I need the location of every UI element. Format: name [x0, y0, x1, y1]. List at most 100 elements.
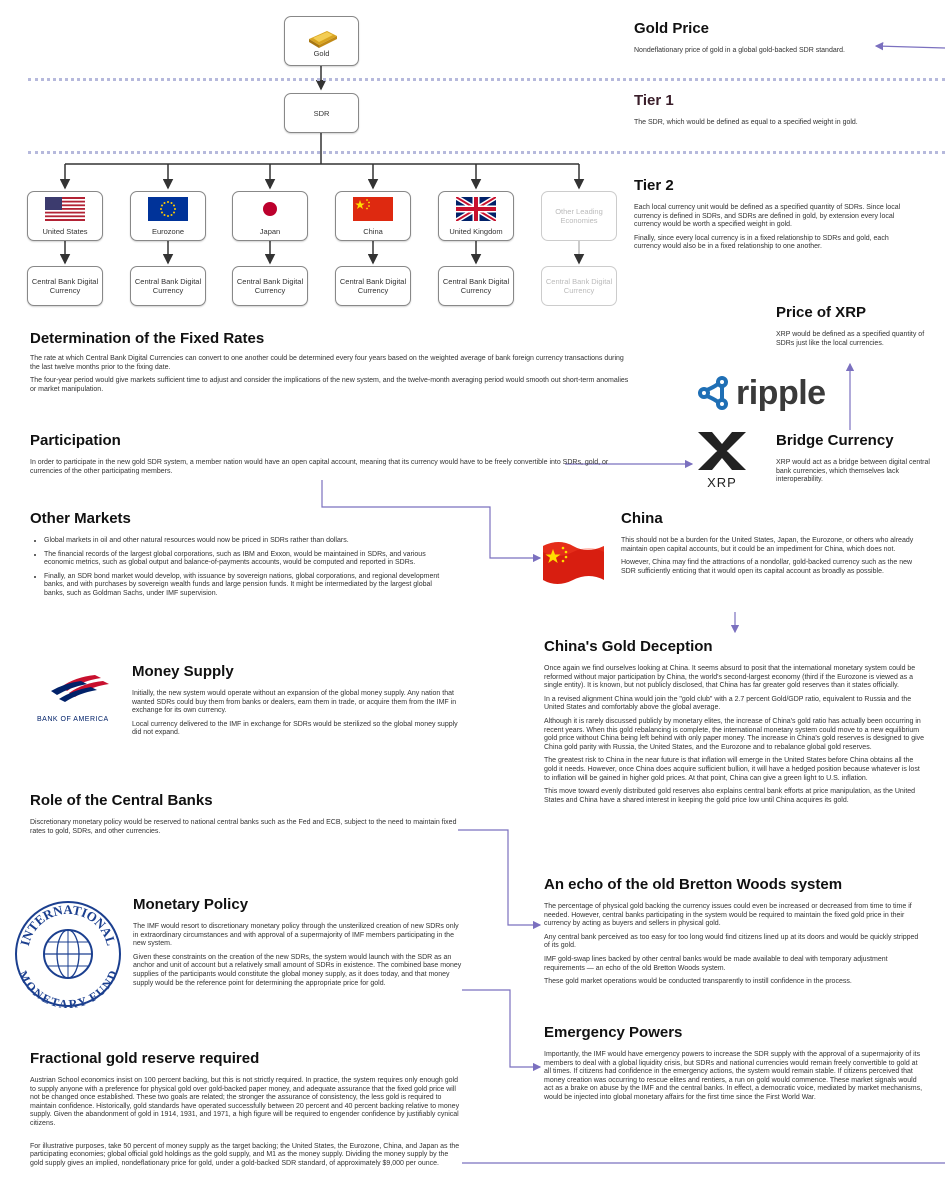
cbdc-box-united-kingdom[interactable]: Central Bank Digital Currency [438, 266, 514, 306]
deception-section: China's Gold Deception Once again we fin… [544, 638, 926, 810]
list-item: Finally, an SDR bond market would develo… [44, 573, 450, 599]
ripple-logo-icon [698, 376, 728, 410]
deception-paragraph: The greatest risk to China in the near f… [544, 757, 920, 782]
country-box-japan[interactable]: Japan [232, 191, 308, 241]
monetary-policy-section: Monetary Policy The IMF would resort to … [133, 896, 463, 993]
fixed-rates-paragraph: The four-year period would give markets … [30, 377, 629, 393]
fractional-section: Fractional gold reserve required Austria… [30, 1050, 460, 1173]
fixed-rates-heading: Determination of the Fixed Rates [30, 330, 265, 347]
china-flag-icon [543, 542, 604, 584]
tier1-text: The SDR, which would be defined as equal… [634, 119, 858, 126]
other-markets-heading: Other Markets [30, 510, 131, 527]
other-markets-list: Global markets in oil and other natural … [30, 537, 450, 599]
money-supply-paragraph: Local currency delivered to the IMF in e… [132, 720, 458, 737]
gold-box-label: Gold [313, 48, 330, 58]
price-xrp-text: XRP would be defined as a specified quan… [776, 331, 925, 347]
xrp-logo-icon [698, 432, 746, 470]
country-box-united-kingdom[interactable]: United Kingdom [438, 191, 514, 241]
emergency-section: Emergency Powers Importantly, the IMF wo… [544, 1024, 926, 1108]
cbdc-label: Central Bank Digital Currency [31, 277, 99, 295]
fractional-heading: Fractional gold reserve required [30, 1050, 260, 1067]
cbdc-label: Central Bank Digital Currency [236, 277, 304, 295]
bretton-heading: An echo of the old Bretton Woods system [544, 876, 843, 893]
monetary-policy-paragraph: Given these constraints on the creation … [133, 953, 462, 987]
deception-heading: China's Gold Deception [544, 638, 713, 655]
fixed-rates-paragraph: The rate at which Central Bank Digital C… [30, 355, 624, 371]
bank-of-america-logo-text: BANK OF AMERICA [37, 716, 109, 723]
emergency-text: Importantly, the IMF would have emergenc… [544, 1051, 923, 1101]
ripple-logo-text: ripple [736, 373, 826, 412]
bridge-heading: Bridge Currency [776, 432, 894, 449]
money-supply-section: Money Supply Initially, the new system w… [132, 663, 462, 743]
uk-flag-icon [456, 196, 496, 221]
cbdc-box-japan[interactable]: Central Bank Digital Currency [232, 266, 308, 306]
ripple-logo: ripple [694, 373, 834, 413]
japan-flag-icon [250, 196, 290, 221]
sdr-box[interactable]: SDR [284, 93, 359, 133]
participation-text: In order to participate in the new gold … [30, 459, 609, 475]
china-flag-icon [353, 196, 393, 221]
cbdc-box-eurozone[interactable]: Central Bank Digital Currency [130, 266, 206, 306]
deception-paragraph: Once again we find ourselves looking at … [544, 665, 916, 690]
bank-of-america-flag-icon [51, 675, 109, 702]
country-box-united-states[interactable]: United States [27, 191, 103, 241]
bretton-paragraph: The percentage of physical gold backing … [544, 903, 912, 928]
monetary-policy-paragraph: The IMF would resort to discretionary mo… [133, 923, 459, 948]
tier2-paragraph: Finally, since every local currency is i… [634, 234, 889, 251]
cbdc-label: Central Bank Digital Currency [545, 277, 613, 295]
tier1-section: Tier 1 The SDR, which would be defined a… [634, 92, 904, 133]
cbdc-box-china[interactable]: Central Bank Digital Currency [335, 266, 411, 306]
tier2-heading: Tier 2 [634, 177, 674, 194]
bretton-paragraph: IMF gold-swap lines backed by other cent… [544, 955, 888, 972]
cbdc-box-united-states[interactable]: Central Bank Digital Currency [27, 266, 103, 306]
cbdc-label: Central Bank Digital Currency [134, 277, 202, 295]
country-label: Eurozone [151, 226, 185, 236]
bretton-paragraph: These gold market operations would be co… [544, 978, 852, 986]
money-supply-paragraph: Initially, the new system would operate … [132, 690, 457, 715]
gold-price-section: Gold Price Nondeflationary price of gold… [634, 20, 884, 61]
bank-of-america-logo: BANK OF AMERICA [37, 673, 119, 723]
china-heading: China [621, 510, 663, 527]
bretton-section: An echo of the old Bretton Woods system … [544, 876, 926, 992]
gold-price-text: Nondeflationary price of gold in a globa… [634, 47, 845, 54]
china-paragraph: However, China may find the attractions … [621, 559, 913, 575]
gold-bar-icon [308, 30, 337, 48]
monetary-policy-heading: Monetary Policy [133, 896, 249, 913]
imf-seal-logo: INTERNATIONAL MONETARY FUND [14, 900, 122, 1011]
gold-price-heading: Gold Price [634, 20, 710, 37]
central-banks-text: Discretionary monetary policy would be r… [30, 819, 457, 835]
country-label: Japan [259, 226, 281, 236]
list-item: Global markets in oil and other natural … [44, 537, 450, 546]
participation-heading: Participation [30, 432, 121, 449]
sdr-box-label: SDR [313, 108, 330, 118]
tier1-heading: Tier 1 [634, 92, 674, 109]
central-banks-section: Role of the Central Banks Discretionary … [30, 792, 460, 841]
list-item: The financial records of the largest glo… [44, 551, 450, 568]
tier2-section: Tier 2 Each local currency unit would be… [634, 177, 904, 257]
bridge-text: XRP would act as a bridge between digita… [776, 459, 930, 484]
emergency-heading: Emergency Powers [544, 1024, 683, 1041]
country-box-eurozone[interactable]: Eurozone [130, 191, 206, 241]
price-xrp-heading: Price of XRP [776, 304, 867, 321]
us-flag-icon [45, 196, 85, 221]
bridge-section: Bridge Currency XRP would act as a bridg… [776, 432, 936, 490]
cbdc-box-other-economies[interactable]: Central Bank Digital Currency [541, 266, 617, 306]
china-section: China This should not be a burden for th… [621, 510, 921, 581]
country-label: China [363, 226, 383, 236]
country-box-other-economies[interactable]: Other Leading Economies [541, 191, 617, 241]
fractional-paragraph: For illustrative purposes, take 50 perce… [30, 1142, 460, 1167]
china-paragraph: This should not be a burden for the Unit… [621, 537, 914, 553]
deception-paragraph: In a revised alignment China would join … [544, 695, 912, 712]
deception-paragraph: This move toward evenly distributed gold… [544, 788, 916, 804]
bretton-paragraph: Any central bank perceived as too easy f… [544, 933, 919, 950]
central-banks-heading: Role of the Central Banks [30, 792, 213, 809]
gold-box[interactable]: Gold [284, 16, 359, 66]
cbdc-label: Central Bank Digital Currency [339, 277, 407, 295]
imf-seal-icon: INTERNATIONAL MONETARY FUND [15, 901, 121, 1011]
eu-flag-icon [148, 196, 188, 221]
country-box-china[interactable]: China [335, 191, 411, 241]
tier2-paragraph: Each local currency unit would be define… [634, 204, 901, 229]
price-xrp-section: Price of XRP XRP would be defined as a s… [776, 304, 926, 353]
tier-separator [28, 78, 945, 81]
deception-paragraph: Although it is rarely discussed publicly… [544, 717, 925, 751]
